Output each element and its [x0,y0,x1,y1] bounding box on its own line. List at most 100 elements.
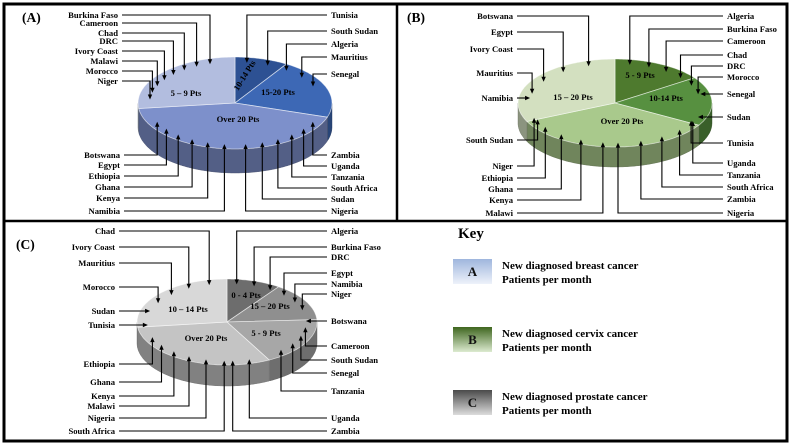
arrowhead [203,359,209,365]
leader-line [119,355,175,397]
arrowhead [155,298,161,304]
leader-line [119,230,210,282]
arrowhead [207,280,212,286]
country-label-tunisia: Tunisia [88,320,116,330]
arrowhead [275,139,281,145]
arrowhead [586,61,591,67]
country-label-cameroon: Cameroon [79,18,118,28]
country-label-drc: DRC [727,61,746,71]
leader-line [122,40,174,71]
leader-line [301,56,327,74]
leader-line [690,65,723,82]
country-label-tanzania: Tanzania [727,170,761,180]
leader-line [517,138,562,190]
leader-line [124,125,158,156]
leader-line [517,121,535,167]
country-label-algeria: Algeria [331,226,359,236]
country-label-zambia: Zambia [727,194,756,204]
country-label-drc: DRC [331,252,350,262]
arrowhead [284,65,289,71]
arrowhead [162,75,167,81]
leader-line [301,293,327,307]
country-label-drc: DRC [99,36,118,46]
leader-line [517,72,533,90]
arrowhead [300,305,305,311]
leader-line [690,124,723,144]
slice-label-over-20-pts: Over 20 Pts [601,116,644,126]
country-label-kenya: Kenya [489,195,514,205]
country-label-uganda: Uganda [331,413,360,423]
leader-line [517,130,546,179]
country-label-south-sudan: South Sudan [331,355,378,365]
leader-line [124,132,167,166]
arrowhead [541,76,546,82]
country-label-namibia: Namibia [331,279,363,289]
leader-line [124,148,225,212]
country-label-ethiopia: Ethiopia [83,359,115,369]
arrowhead [535,119,540,125]
country-label-algeria: Algeria [331,39,359,49]
leader-line [119,348,163,383]
leader-line [119,262,172,292]
arrowhead [207,59,213,65]
arrowhead [646,62,652,68]
country-label-zambia: Zambia [331,426,360,436]
arrowhead [615,142,621,148]
leader-line [312,73,327,83]
leader-line [119,246,190,285]
country-label-algeria: Algeria [727,11,755,21]
country-label-south-sudan: South Sudan [466,135,513,145]
country-label-nigeria: Nigeria [88,413,116,423]
arrowhead [267,285,273,291]
arrowhead [205,142,210,148]
arrowhead [194,61,199,67]
arrowhead [663,67,669,72]
arrowhead [301,128,306,134]
country-label-egypt: Egypt [491,27,513,37]
leader-line [245,148,327,212]
arrowhead [230,360,235,366]
leader-line [292,347,327,374]
arrowhead [171,70,176,75]
arrowhead [182,65,187,71]
country-label-ethiopia: Ethiopia [481,173,513,183]
pie-slice-10-14-pts [136,278,228,328]
arrowhead [600,142,606,148]
arrowhead [559,134,564,140]
leader-line [517,123,539,141]
country-label-south-africa: South Africa [331,183,378,193]
pie-slice-10-14-pts [234,56,288,104]
country-label-cameroon: Cameroon [331,341,370,351]
country-label-south-sudan: South Sudan [331,26,378,36]
pie-slice-15-20-pts [234,63,333,118]
leader-line [119,363,207,419]
leader-line [124,138,179,177]
leader-line [122,50,165,77]
country-label-mauritius: Mauritius [78,258,115,268]
leader-line [122,60,158,83]
leader-line [692,125,723,164]
arrowhead [697,114,703,120]
leader-line [517,15,590,63]
arrowhead [289,134,294,140]
country-label-namibia: Namibia [88,206,120,216]
leader-line [122,14,211,61]
leader-line [640,144,723,200]
country-label-senegal: Senegal [727,89,756,99]
arrowhead [145,308,151,314]
arrowhead [186,356,192,362]
country-label-morocco: Morocco [86,66,118,76]
arrowhead [677,129,682,135]
country-label-uganda: Uganda [331,161,360,171]
country-label-malawi: Malawi [485,208,513,218]
country-label-ivory-coast: Ivory Coast [470,44,513,54]
leader-line [303,132,327,167]
leader-line [248,363,327,419]
leader-line [269,256,327,287]
leader-line [283,272,327,292]
arrowhead [305,318,311,324]
country-label-burkina-faso: Burkina Faso [727,24,777,34]
arrowhead [189,139,195,145]
arrowhead [251,281,257,287]
slice-label-5-9-pts: 5 – 9 Pts [171,88,202,98]
